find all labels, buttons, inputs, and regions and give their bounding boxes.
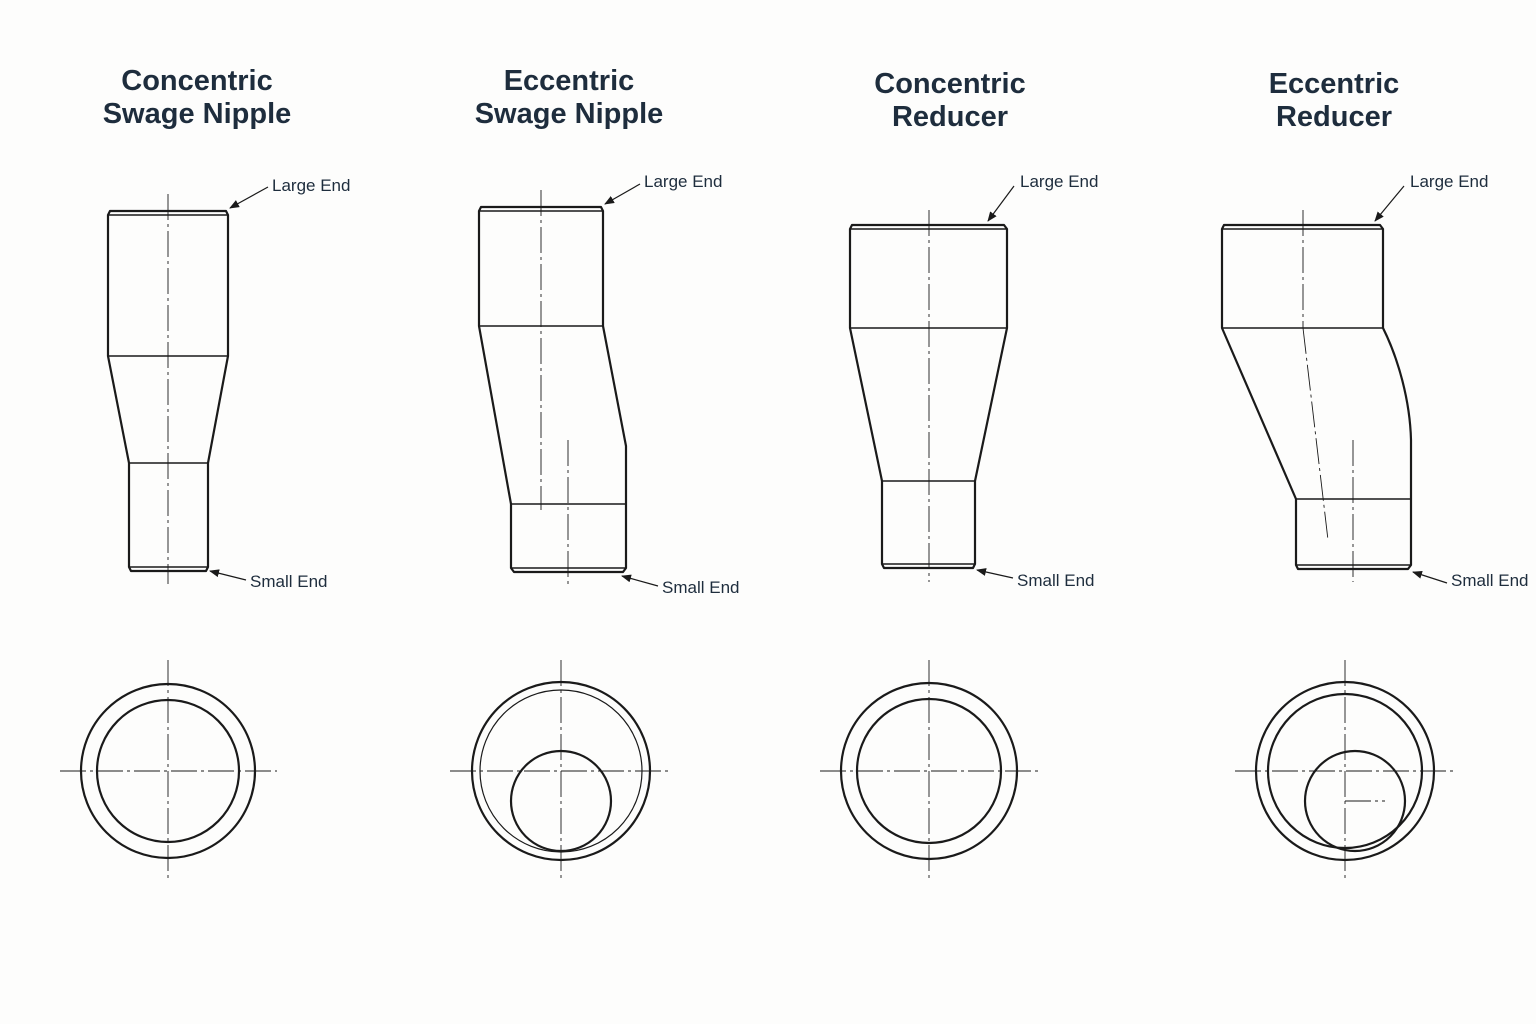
eccentric-reducer-large-end-leader	[1374, 185, 1405, 222]
eccentric-swage-nipple-large-end-leader	[604, 183, 641, 205]
concentric-swage-nipple-large-end-leader	[229, 186, 269, 209]
concentric-reducer-small-end-label: Small End	[1017, 571, 1094, 590]
concentric-swage-nipple-small-end-leader	[209, 569, 247, 581]
concentric-swage-nipple-end-view	[60, 660, 277, 882]
eccentric-swage-nipple-title-line2: Swage Nipple	[475, 98, 664, 130]
eccentric-reducer-small-end-leader	[1412, 570, 1448, 584]
concentric-swage-nipple: Concentric Swage Nipple Large End Small …	[60, 65, 350, 882]
concentric-swage-nipple-side-view	[106, 194, 230, 584]
concentric-reducer-large-end-label: Large End	[1020, 172, 1098, 191]
eccentric-reducer: Eccentric Reducer Large End Small End	[1220, 68, 1528, 882]
eccentric-reducer-end-view	[1235, 660, 1456, 882]
eccentric-swage-nipple-small-end-leader	[621, 574, 659, 587]
concentric-reducer-small-end-leader	[976, 568, 1014, 579]
eccentric-reducer-large-end-label: Large End	[1410, 172, 1488, 191]
eccentric-swage-nipple: Eccentric Swage Nipple Large End Small E…	[450, 65, 739, 882]
eccentric-reducer-small-end-label: Small End	[1451, 571, 1528, 590]
concentric-swage-nipple-title-line2: Swage Nipple	[103, 98, 292, 130]
eccentric-reducer-title-line1: Eccentric	[1269, 68, 1400, 100]
concentric-swage-nipple-small-end-label: Small End	[250, 572, 327, 591]
concentric-reducer-title-line1: Concentric	[874, 68, 1025, 100]
eccentric-swage-nipple-side-view	[477, 190, 628, 584]
concentric-reducer-title-line2: Reducer	[892, 101, 1008, 133]
eccentric-reducer-title-line2: Reducer	[1276, 101, 1392, 133]
concentric-reducer-side-view	[848, 210, 1009, 582]
eccentric-reducer-side-view	[1220, 210, 1413, 582]
eccentric-swage-nipple-small-end-label: Small End	[662, 578, 739, 597]
concentric-reducer: Concentric Reducer Large End Small End	[820, 68, 1098, 882]
concentric-swage-nipple-large-end-label: Large End	[272, 176, 350, 195]
concentric-reducer-large-end-leader	[987, 185, 1015, 222]
eccentric-swage-nipple-end-view	[450, 660, 671, 882]
concentric-reducer-end-view	[820, 660, 1039, 882]
concentric-swage-nipple-title-line1: Concentric	[121, 65, 272, 97]
eccentric-swage-nipple-title-line1: Eccentric	[504, 65, 635, 97]
eccentric-swage-nipple-large-end-label: Large End	[644, 172, 722, 191]
